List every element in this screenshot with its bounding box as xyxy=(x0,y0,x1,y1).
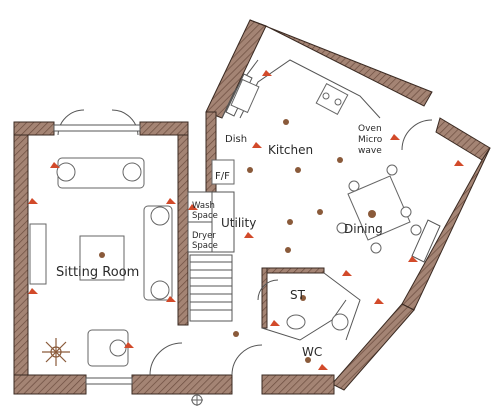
light-fitting-icon xyxy=(285,247,291,253)
socket-marker-icon xyxy=(262,70,272,76)
socket-marker-icon xyxy=(28,198,38,204)
wall-north-sitting-right xyxy=(139,121,189,136)
light-fitting-icon xyxy=(300,295,306,301)
label-utility: Utility xyxy=(221,216,256,230)
tv-unit xyxy=(29,223,47,285)
light-fitting-icon xyxy=(233,331,239,337)
light-fitting-icon xyxy=(337,157,343,163)
label-oven-2: Micro xyxy=(358,135,383,145)
socket-marker-icon xyxy=(318,364,328,370)
wall-east-sloped xyxy=(331,303,415,391)
wall-south-sitting-left xyxy=(13,374,87,395)
wall-south-sitting-right xyxy=(131,374,233,395)
label-dryer-1: Dryer xyxy=(192,231,216,241)
wall-partition-central xyxy=(177,134,189,326)
light-fitting-icon xyxy=(295,167,301,173)
socket-marker-icon xyxy=(270,320,280,326)
socket-marker-icon xyxy=(188,204,198,210)
light-fitting-icon xyxy=(317,209,323,215)
light-fitting-icon xyxy=(247,167,253,173)
toilet xyxy=(286,314,306,330)
wall-kitchen-north xyxy=(249,19,433,107)
socket-marker-icon xyxy=(454,160,464,166)
socket-marker-icon xyxy=(252,142,262,148)
light-fitting-icon xyxy=(99,252,105,258)
label-wash-1: Wash xyxy=(192,201,215,211)
label-dish: Dish xyxy=(225,134,247,145)
compass-icon xyxy=(191,394,203,406)
label-oven-3: wave xyxy=(358,146,382,156)
socket-marker-icon xyxy=(28,288,38,294)
wall-west xyxy=(13,121,29,395)
socket-marker-icon xyxy=(166,296,176,302)
wall-south-wc xyxy=(261,374,335,395)
label-kitchen: Kitchen xyxy=(268,143,313,157)
room-labels: Sitting Room Kitchen Dining Utility ST W… xyxy=(56,124,383,359)
socket-markers xyxy=(28,70,464,370)
light-fitting-icon xyxy=(368,210,376,218)
light-fitting-icon xyxy=(287,219,293,225)
wall-north-sitting-left xyxy=(13,121,55,136)
coffee-table xyxy=(79,235,125,281)
socket-marker-icon xyxy=(408,256,418,262)
label-sitting-room: Sitting Room xyxy=(56,265,139,280)
light-fitting-icon xyxy=(305,357,311,363)
furniture xyxy=(29,78,422,367)
label-dryer-2: Space xyxy=(192,241,218,251)
label-wc: WC xyxy=(302,345,322,359)
socket-marker-icon xyxy=(390,134,400,140)
light-fittings xyxy=(99,119,376,363)
wall-st-side xyxy=(261,267,268,329)
label-oven-1: Oven xyxy=(358,124,382,134)
walls xyxy=(13,19,491,395)
wall-st-top xyxy=(261,267,325,274)
socket-marker-icon xyxy=(342,270,352,276)
socket-marker-icon xyxy=(166,198,176,204)
socket-marker-icon xyxy=(244,232,254,238)
socket-marker-icon xyxy=(374,298,384,304)
hob xyxy=(315,82,349,116)
label-dining: Dining xyxy=(344,222,383,236)
basin xyxy=(331,313,349,331)
label-wash-2: Space xyxy=(192,211,218,221)
plant-icon xyxy=(42,338,70,366)
label-ff: F/F xyxy=(215,171,230,182)
dining-table xyxy=(347,175,411,241)
sofa-right xyxy=(143,205,173,301)
socket-marker-icon xyxy=(124,342,134,348)
fridge-freezer xyxy=(211,159,235,185)
label-st: ST xyxy=(290,288,306,302)
light-fitting-icon xyxy=(283,119,289,125)
sink xyxy=(230,78,260,114)
wall-east-corner xyxy=(435,117,491,161)
socket-marker-icon xyxy=(50,162,60,168)
